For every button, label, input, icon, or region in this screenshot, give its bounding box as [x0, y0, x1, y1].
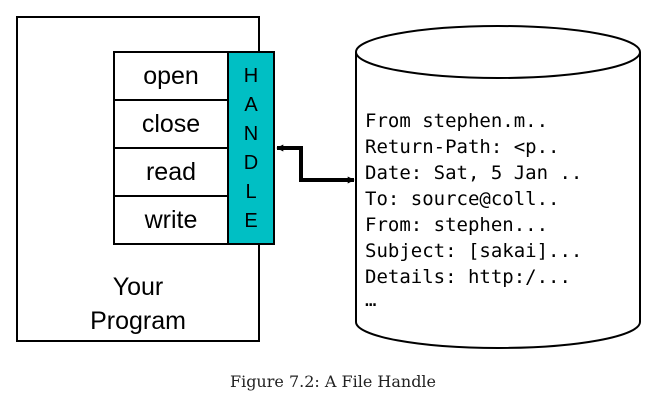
handle-letter-n: N — [244, 123, 258, 145]
handle-letter-e: E — [244, 210, 257, 232]
file-line-7: Details: http:/... — [365, 266, 571, 288]
handle-box — [227, 51, 275, 245]
file-line-1: From stephen.m.. — [365, 110, 548, 132]
file-line-2: Return-Path: <p.. — [365, 136, 559, 158]
handle-bar: H A N D L E — [227, 51, 275, 245]
file-line-8: … — [365, 289, 376, 311]
handle-letter-a: A — [244, 94, 258, 116]
operations-list: open close read write — [113, 51, 229, 245]
handle-letter-d: D — [244, 152, 258, 174]
program-label-line2: Program — [90, 307, 186, 335]
file-line-3: Date: Sat, 5 Jan .. — [365, 162, 582, 184]
operation-write: write — [144, 206, 198, 234]
file-line-5: From: stephen... — [365, 214, 548, 236]
file-line-4: To: source@coll.. — [365, 188, 559, 210]
file-cylinder: From stephen.m.. Return-Path: <p.. Date:… — [355, 25, 641, 349]
operation-read: read — [146, 158, 196, 186]
operation-box-write — [113, 195, 229, 245]
operation-box-open — [113, 51, 229, 101]
cylinder-body — [355, 52, 641, 349]
file-line-6: Subject: [sakai]... — [365, 240, 582, 262]
double-headed-arrow-icon — [276, 144, 355, 184]
operation-close: close — [142, 110, 200, 138]
program-label-line1: Your — [113, 273, 164, 301]
cylinder-top — [355, 25, 641, 79]
figure-caption: Figure 7.2: A File Handle — [229, 372, 437, 391]
handle-letter-h: H — [244, 65, 258, 87]
operation-open: open — [143, 62, 199, 90]
handle-letter-l: L — [245, 181, 256, 203]
